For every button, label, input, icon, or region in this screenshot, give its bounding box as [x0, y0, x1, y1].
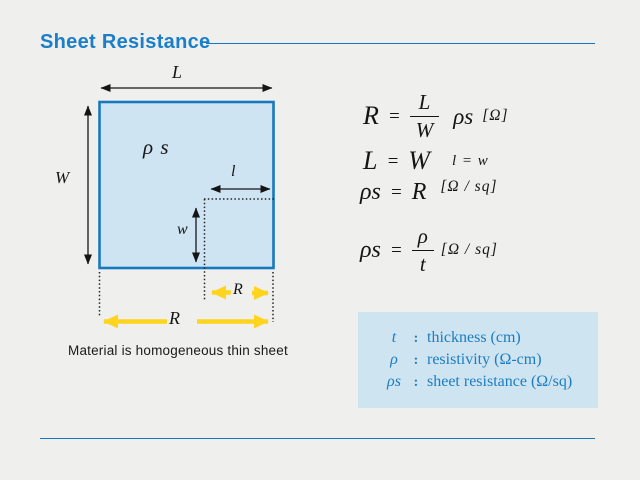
- legend-colon: :: [413, 353, 419, 368]
- length-label: L: [172, 62, 183, 82]
- eq4-numerator: ρ: [411, 225, 434, 251]
- legend-row-thickness: t : thickness (cm): [378, 327, 598, 349]
- equation-square-condition: L = W l = w: [363, 146, 489, 176]
- eq1-lhs: R: [363, 101, 379, 130]
- equation-sheet-resistance: R = L W ρs [Ω]: [363, 88, 509, 144]
- legend-symbol-rho: ρ: [390, 351, 398, 368]
- eq1-unit: [Ω]: [482, 107, 509, 125]
- total-resistance-label: R: [169, 308, 180, 328]
- title-rule-line: [206, 43, 595, 45]
- eq3-equals: =: [389, 181, 403, 203]
- diagram-caption: Material is homogeneous thin sheet: [68, 343, 288, 358]
- eq4-fraction: ρ t: [411, 225, 434, 276]
- eq3-rhs: R: [411, 179, 427, 205]
- eq3-lhs: ρs: [360, 179, 381, 205]
- eq1-fraction: L W: [409, 91, 440, 142]
- eq4-unit: [Ω / sq]: [440, 241, 498, 259]
- eq4-denominator: t: [419, 252, 426, 276]
- eq1-denominator: W: [415, 118, 434, 142]
- legend-desc-thickness: thickness (cm): [427, 329, 521, 346]
- width-label: W: [55, 168, 70, 187]
- eq4-equals: =: [389, 239, 403, 261]
- legend-symbol-t: t: [391, 329, 397, 346]
- eq1-equals: =: [387, 105, 401, 127]
- legend-colon: :: [413, 331, 419, 346]
- eq1-factor: ρs: [453, 103, 474, 129]
- small-resistance-label: R: [233, 281, 243, 298]
- eq1-numerator: L: [409, 91, 440, 117]
- small-length-label: l: [231, 163, 236, 180]
- legend-colon: :: [413, 375, 419, 390]
- eq2-rhs: W: [408, 146, 430, 175]
- legend-symbol-rhos: ρs: [387, 373, 401, 390]
- symbol-legend-box: t : thickness (cm) ρ : resistivity (Ω-cm…: [358, 312, 598, 408]
- eq2-equals: =: [386, 150, 400, 172]
- eq2-lhs: L: [363, 146, 378, 175]
- eq2-note: l = w: [451, 152, 489, 169]
- equation-rhos-definition: ρs = ρ t [Ω / sq]: [360, 218, 498, 282]
- legend-desc-resistivity: resistivity (Ω-cm): [427, 351, 542, 368]
- sheet-resistivity-label: ρ s: [143, 135, 170, 159]
- equation-rhos-equals-r: ρs = R [Ω / sq]: [360, 176, 497, 208]
- sheet-square: [98, 100, 275, 270]
- legend-row-resistivity: ρ : resistivity (Ω-cm): [378, 349, 598, 371]
- eq4-lhs: ρs: [360, 237, 381, 263]
- legend-row-sheet-resistance: ρs : sheet resistance (Ω/sq): [378, 371, 598, 393]
- eq3-unit: [Ω / sq]: [440, 178, 498, 196]
- legend-desc-sheet-resistance: sheet resistance (Ω/sq): [427, 373, 573, 390]
- small-width-label: w: [177, 221, 188, 238]
- page-title: Sheet Resistance: [40, 31, 211, 53]
- footer-rule-line: [40, 438, 595, 440]
